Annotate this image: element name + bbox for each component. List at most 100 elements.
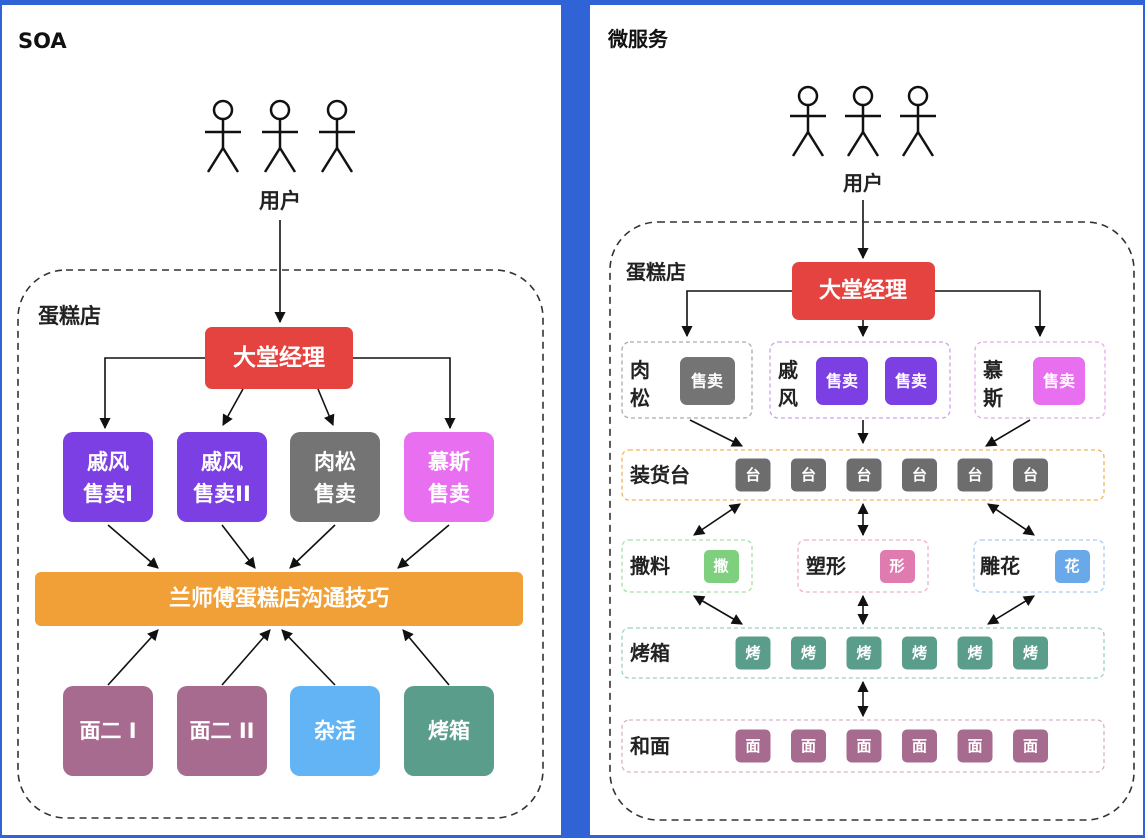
microservice-store-label: 蛋糕店 bbox=[626, 260, 686, 284]
svg-text:售卖II: 售卖II bbox=[193, 482, 251, 506]
ms-group-floss: 肉 松 售卖 bbox=[621, 341, 753, 419]
soa-seller-chiffon-1: 戚风 售卖I bbox=[63, 432, 153, 522]
ms-oven-5: 烤 bbox=[957, 636, 993, 670]
ms-prep-carving: 雕花 花 bbox=[973, 539, 1105, 593]
soa-manager-box: 大堂经理 bbox=[205, 327, 353, 389]
soa-manager-label: 大堂经理 bbox=[233, 344, 325, 371]
svg-text:慕斯: 慕斯 bbox=[427, 450, 470, 474]
ms-dough-5: 面 bbox=[957, 729, 993, 763]
ms-dough-6: 面 bbox=[1013, 729, 1048, 763]
svg-text:塑形: 塑形 bbox=[806, 554, 846, 578]
svg-text:售卖: 售卖 bbox=[1043, 372, 1075, 391]
ms-dough-2: 面 bbox=[791, 729, 826, 763]
ms-oven-label: 烤 bbox=[912, 644, 927, 662]
microservice-user-label: 用户 bbox=[843, 171, 883, 195]
ms-oven-label: 烤 bbox=[856, 644, 871, 662]
ms-loading-dock-6: 台 bbox=[1013, 458, 1048, 492]
svg-text:售卖I: 售卖I bbox=[83, 482, 133, 506]
svg-text:面二 I: 面二 I bbox=[79, 719, 136, 743]
svg-text:售卖: 售卖 bbox=[691, 372, 723, 391]
soa-title: SOA bbox=[18, 29, 67, 53]
svg-text:装货台: 装货台 bbox=[629, 463, 690, 487]
ms-loading-dock-4: 台 bbox=[902, 458, 937, 492]
svg-text:戚风: 戚风 bbox=[201, 450, 243, 474]
svg-text:风: 风 bbox=[778, 386, 798, 410]
svg-text:售卖: 售卖 bbox=[895, 372, 927, 391]
svg-text:杂活: 杂活 bbox=[314, 719, 356, 743]
ms-dough-label: 面 bbox=[967, 737, 982, 755]
svg-text:戚: 戚 bbox=[778, 358, 798, 382]
ms-loading-dock-1: 台 bbox=[735, 458, 771, 492]
svg-text:雕花: 雕花 bbox=[980, 554, 1020, 578]
svg-text:大堂经理: 大堂经理 bbox=[819, 278, 907, 304]
svg-text:戚风: 戚风 bbox=[87, 450, 129, 474]
soa-worker-misc: 杂活 bbox=[290, 686, 380, 776]
ms-loading-dock-5: 台 bbox=[957, 458, 993, 492]
ms-dough-3: 面 bbox=[846, 729, 882, 763]
ms-oven-row: 烤箱 bbox=[621, 627, 1105, 679]
ms-oven-label: 烤 bbox=[801, 644, 816, 662]
ms-oven-2: 烤 bbox=[791, 636, 826, 670]
svg-text:售卖: 售卖 bbox=[826, 372, 858, 391]
ms-loading-dock-label: 台 bbox=[1023, 466, 1038, 484]
svg-text:松: 松 bbox=[630, 386, 650, 410]
soa-seller-floss: 肉松 售卖 bbox=[290, 432, 380, 522]
ms-oven-label: 烤 bbox=[967, 644, 982, 662]
svg-text:烤箱: 烤箱 bbox=[428, 719, 470, 743]
svg-text:售卖: 售卖 bbox=[428, 482, 470, 506]
svg-text:花: 花 bbox=[1064, 557, 1079, 575]
microservice-manager-box: 大堂经理 bbox=[792, 262, 935, 320]
ms-oven-items: 烤烤烤烤烤烤 bbox=[735, 636, 1048, 670]
ms-oven-6: 烤 bbox=[1013, 636, 1048, 670]
svg-text:兰师傅蛋糕店沟通技巧: 兰师傅蛋糕店沟通技巧 bbox=[169, 586, 389, 612]
ms-loading-row: 装货台 bbox=[621, 449, 1105, 501]
ms-dough-4: 面 bbox=[902, 729, 937, 763]
ms-dough-label: 面 bbox=[856, 737, 871, 755]
svg-text:肉松: 肉松 bbox=[314, 450, 356, 474]
ms-dough-label: 面 bbox=[745, 737, 760, 755]
soa-users-icon bbox=[205, 99, 355, 173]
ms-dough-1: 面 bbox=[735, 729, 771, 763]
ms-oven-label: 烤 bbox=[745, 644, 760, 662]
svg-text:肉: 肉 bbox=[630, 358, 650, 382]
ms-dough-row: 和面 bbox=[621, 719, 1105, 773]
ms-dough-label: 面 bbox=[801, 737, 816, 755]
ms-oven-3: 烤 bbox=[846, 636, 882, 670]
svg-text:形: 形 bbox=[889, 557, 904, 575]
ms-oven-label: 烤 bbox=[1023, 644, 1038, 662]
soa-store-label: 蛋糕店 bbox=[38, 304, 101, 328]
svg-text:烤箱: 烤箱 bbox=[630, 641, 670, 665]
soa-user-label: 用户 bbox=[259, 189, 301, 213]
ms-oven-1: 烤 bbox=[735, 636, 771, 670]
ms-prep-sprinkle: 撒料 撒 bbox=[621, 539, 753, 593]
ms-loading-dock-label: 台 bbox=[745, 466, 760, 484]
ms-loading-dock-label: 台 bbox=[967, 466, 982, 484]
soa-seller-mousse: 慕斯 售卖 bbox=[404, 432, 494, 522]
svg-text:撒料: 撒料 bbox=[630, 554, 670, 578]
ms-loading-dock-label: 台 bbox=[912, 466, 927, 484]
soa-worker-dough-1: 面二 I bbox=[63, 686, 153, 776]
microservice-users-icon bbox=[790, 85, 936, 157]
ms-loading-dock-label: 台 bbox=[801, 466, 816, 484]
microservice-title: 微服务 bbox=[607, 27, 669, 51]
ms-loading-dock-2: 台 bbox=[791, 458, 826, 492]
ms-loading-dock-label: 台 bbox=[856, 466, 871, 484]
soa-seller-chiffon-2: 戚风 售卖II bbox=[177, 432, 267, 522]
ms-dough-label: 面 bbox=[912, 737, 927, 755]
ms-prep-shaping: 塑形 形 bbox=[797, 539, 929, 593]
ms-group-chiffon: 戚 风 售卖 售卖 bbox=[769, 341, 951, 419]
soa-worker-dough-2: 面二 II bbox=[177, 686, 267, 776]
soa-worker-oven: 烤箱 bbox=[404, 686, 494, 776]
svg-text:面二 II: 面二 II bbox=[190, 719, 255, 743]
svg-text:斯: 斯 bbox=[983, 386, 1003, 410]
ms-dough-items: 面面面面面面 bbox=[735, 729, 1048, 763]
svg-text:售卖: 售卖 bbox=[314, 482, 356, 506]
soa-communication-bus: 兰师傅蛋糕店沟通技巧 bbox=[35, 572, 523, 626]
svg-text:撒: 撒 bbox=[713, 557, 729, 575]
svg-text:和面: 和面 bbox=[630, 734, 670, 758]
ms-loading-items: 台台台台台台 bbox=[735, 458, 1048, 492]
ms-loading-dock-3: 台 bbox=[846, 458, 882, 492]
svg-text:慕: 慕 bbox=[983, 358, 1003, 382]
ms-group-mousse: 慕 斯 售卖 bbox=[974, 341, 1106, 419]
